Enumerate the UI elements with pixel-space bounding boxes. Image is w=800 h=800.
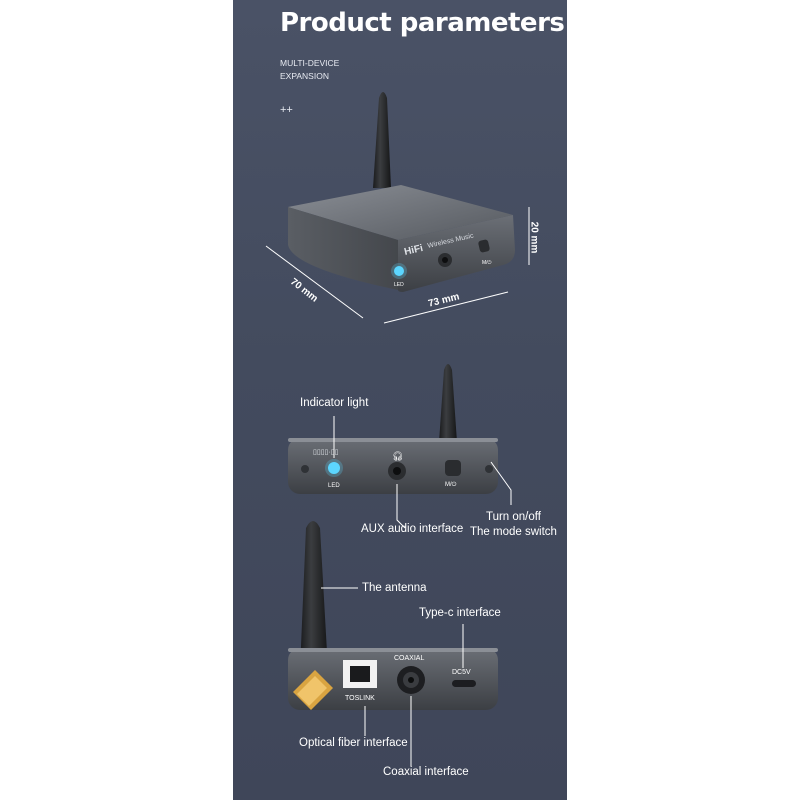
device-isometric-image: HiFi Wireless Music LED M/⏻ (265, 92, 530, 324)
device1-led-label: LED (394, 282, 404, 288)
device2-led-label: LED (328, 483, 340, 489)
headphone-icon: 🎧︎ (392, 451, 403, 461)
toslink-label: TOSLINK (345, 695, 375, 702)
subtitle-line-1: MULTI-DEVICE (280, 58, 340, 68)
callout-optical: Optical fiber interface (299, 737, 408, 749)
page-title: Product parameters (280, 8, 565, 38)
device3-body (288, 648, 498, 710)
device-rear-image: TOSLINK COAXIAL DC5V (288, 521, 498, 766)
device1-front (288, 207, 398, 290)
dim-height-label: 20 mm (528, 221, 540, 254)
dim-line-depth (265, 245, 364, 319)
device1-mode-label: M/⏻ (482, 260, 492, 266)
antenna-3 (300, 521, 328, 670)
callout-power: Turn on/off The mode switch (470, 510, 557, 540)
coaxial-label: COAXIAL (394, 655, 424, 662)
callout-indicator-light: Indicator light (300, 397, 369, 409)
dc-label: DC5V (452, 669, 471, 676)
plus-mark: ++ (280, 104, 293, 116)
subtitle: MULTI-DEVICE EXPANSION (280, 57, 339, 83)
callout-coaxial: Coaxial interface (383, 766, 469, 778)
device2-led (328, 462, 340, 474)
callout-aux: AUX audio interface (361, 523, 464, 535)
antenna-2 (439, 364, 457, 442)
device2-print: ▯▯▯▯·▯▯ (313, 449, 339, 456)
callout-antenna: The antenna (362, 582, 427, 594)
callout-typec: Type-c interface (419, 607, 501, 619)
device1-led (394, 266, 404, 276)
device1-top (288, 185, 513, 240)
device1-brand-text: HiFi (403, 243, 424, 258)
callout-power-line-1: Turn on/off (485, 511, 541, 523)
subtitle-line-2: EXPANSION (280, 71, 329, 81)
device1-face (398, 215, 515, 292)
device-front-image: ▯▯▯▯·▯▯ LED 🎧︎ M/⏻ (288, 364, 512, 529)
device2-mode-label: M/⏻ (445, 481, 457, 488)
dim-line-width (383, 291, 509, 324)
typec-port (452, 680, 476, 687)
antenna-1 (373, 92, 391, 188)
product-parameters-panel: Product parameters MULTI-DEVICE EXPANSIO… (233, 0, 567, 800)
device2-button (445, 460, 461, 476)
device1-button (478, 239, 490, 253)
callout-power-line-2: The mode switch (470, 526, 557, 538)
